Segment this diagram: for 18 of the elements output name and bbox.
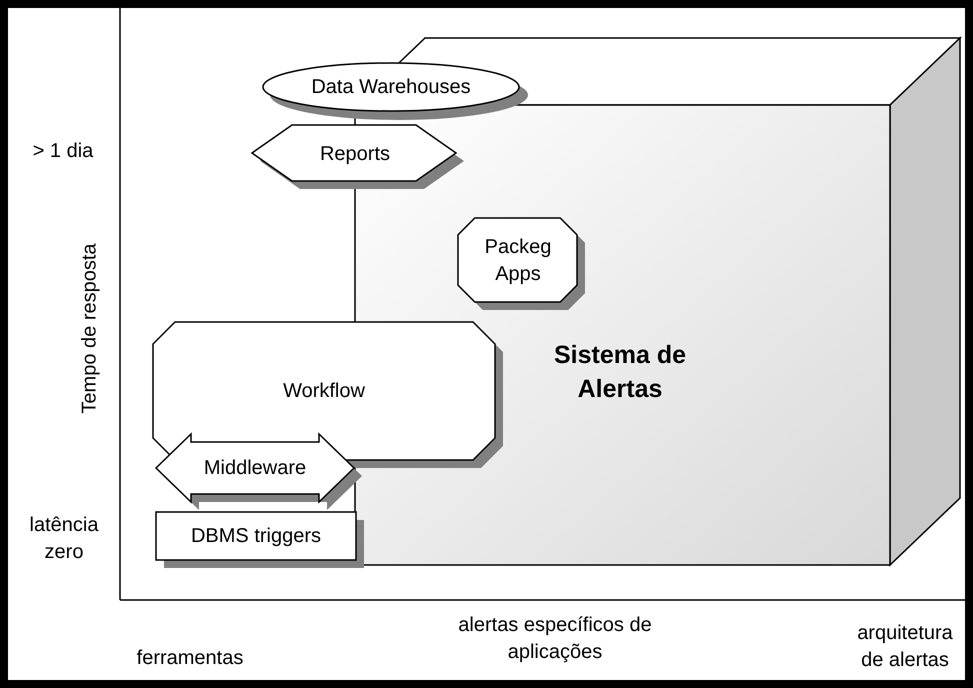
node-label: Data Warehouses — [311, 74, 471, 100]
box-title: Sistema de Alertas — [552, 340, 687, 405]
axis-tick-label: > 1 dia — [32, 139, 94, 164]
node-label: Packeg Apps — [484, 234, 552, 286]
node-label: Middleware — [204, 456, 306, 480]
double-arrow-node — [156, 434, 362, 510]
node-label: DBMS triggers — [190, 524, 322, 548]
node-label: Reports — [320, 142, 390, 166]
axis-tick-label: ferramentas — [136, 646, 244, 671]
axis-tick-label: arquitetura de alertas — [856, 621, 954, 673]
axis-tick-label: latência zero — [28, 513, 100, 565]
node-label: Workflow — [283, 378, 365, 404]
rectangle-node — [156, 512, 364, 568]
axis-title: Tempo de resposta — [78, 242, 102, 416]
axis-tick-label: alertas específicos de aplicações — [457, 613, 653, 665]
ellipse-node — [262, 62, 528, 120]
octagon-node — [458, 218, 585, 310]
hexagon-node — [252, 125, 464, 189]
